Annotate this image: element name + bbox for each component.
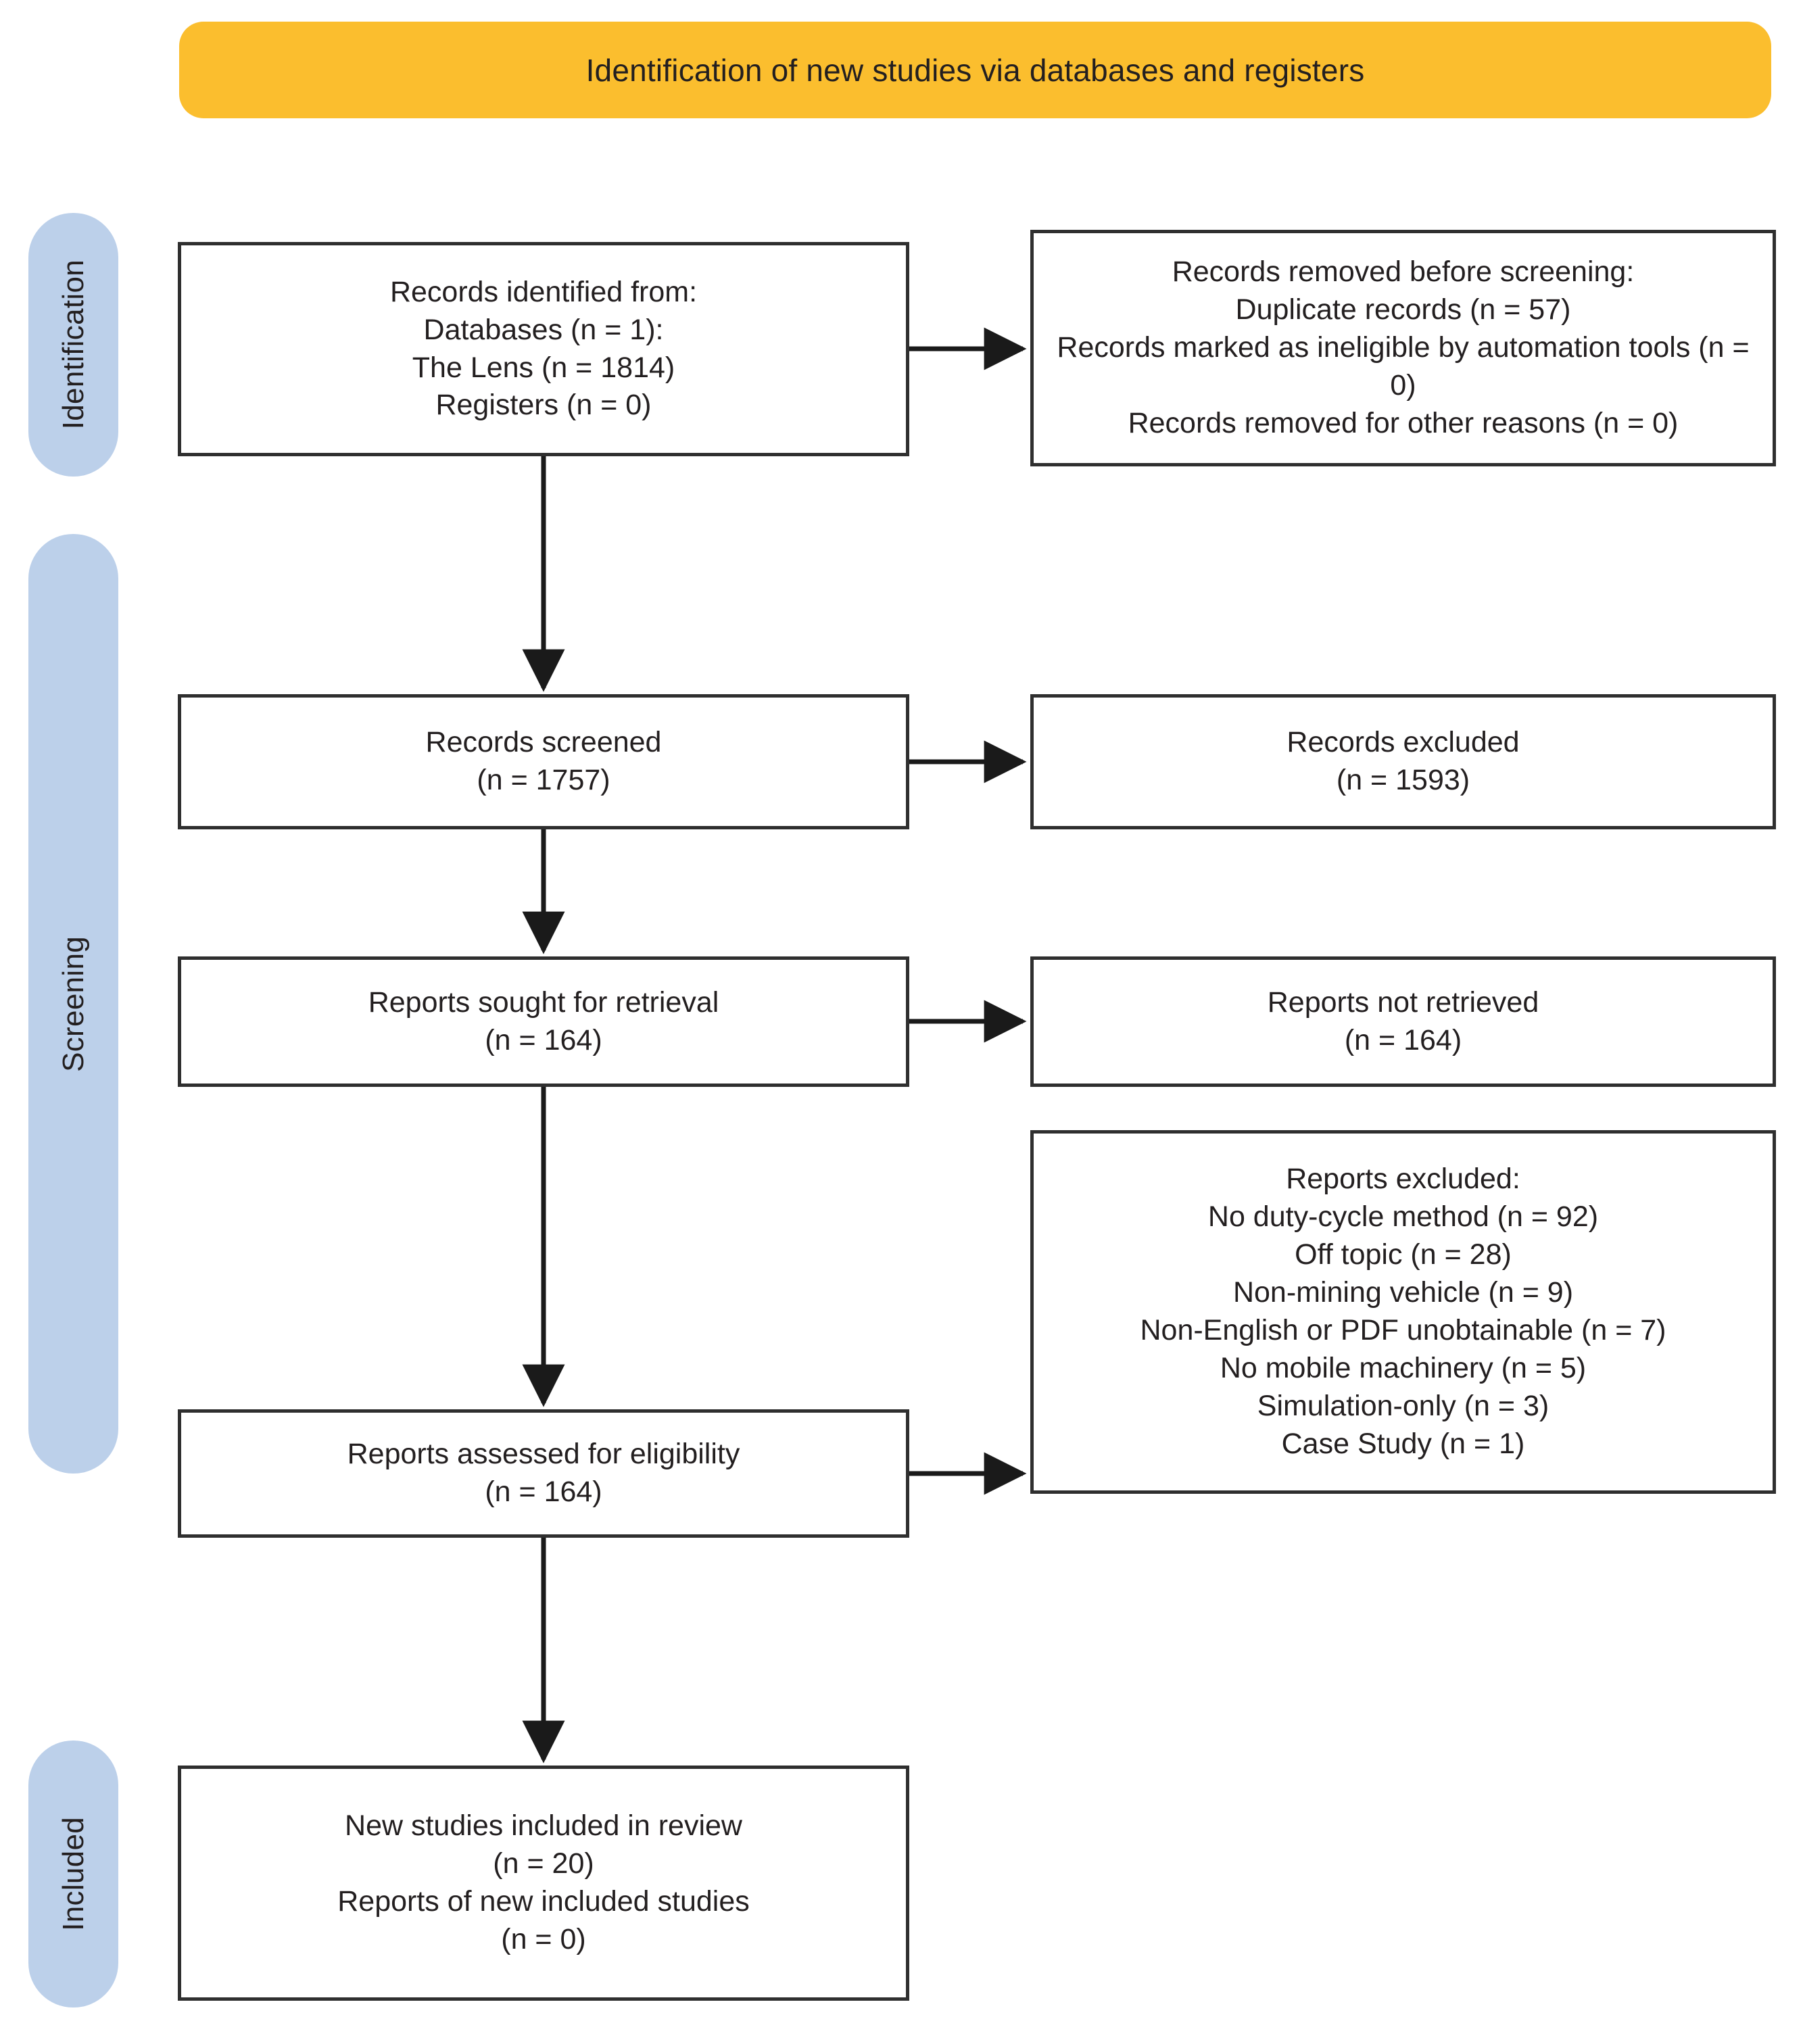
phase-label-included: Included (28, 1741, 118, 2008)
node-reports-excluded: Reports excluded: No duty-cycle method (… (1030, 1130, 1776, 1494)
node-records-removed-before-screening: Records removed before screening: Duplic… (1030, 230, 1776, 466)
node-records-excluded: Records excluded (n = 1593) (1030, 694, 1776, 829)
node-new-studies-included-text: New studies included in review (n = 20) … (337, 1809, 750, 1955)
node-new-studies-included: New studies included in review (n = 20) … (178, 1766, 909, 2001)
diagram-title: Identification of new studies via databa… (585, 52, 1365, 88)
node-records-identified-text: Records identified from: Databases (n = … (389, 275, 698, 422)
node-records-excluded-text: Records excluded (n = 1593) (1287, 726, 1520, 796)
node-reports-assessed-for-eligibility: Reports assessed for eligibility (n = 16… (178, 1409, 909, 1538)
phase-label-identification-text: Identification (56, 260, 90, 430)
node-reports-excluded-text: Reports excluded: No duty-cycle method (… (1140, 1163, 1666, 1460)
node-records-identified: Records identified from: Databases (n = … (178, 242, 909, 456)
node-records-removed-before-screening-text: Records removed before screening: Duplic… (1057, 256, 1750, 439)
node-reports-assessed-for-eligibility-text: Reports assessed for eligibility (n = 16… (347, 1438, 740, 1508)
node-records-screened: Records screened (n = 1757) (178, 694, 909, 829)
node-reports-sought-for-retrieval: Reports sought for retrieval (n = 164) (178, 956, 909, 1087)
phase-label-identification: Identification (28, 213, 118, 477)
phase-label-screening-text: Screening (56, 935, 90, 1072)
node-reports-sought-for-retrieval-text: Reports sought for retrieval (n = 164) (368, 986, 719, 1056)
node-reports-not-retrieved: Reports not retrieved (n = 164) (1030, 956, 1776, 1087)
diagram-header-banner: Identification of new studies via databa… (179, 22, 1771, 118)
node-records-screened-text: Records screened (n = 1757) (425, 726, 662, 796)
phase-label-included-text: Included (56, 1817, 90, 1931)
node-reports-not-retrieved-text: Reports not retrieved (n = 164) (1267, 986, 1539, 1056)
phase-label-screening: Screening (28, 534, 118, 1474)
